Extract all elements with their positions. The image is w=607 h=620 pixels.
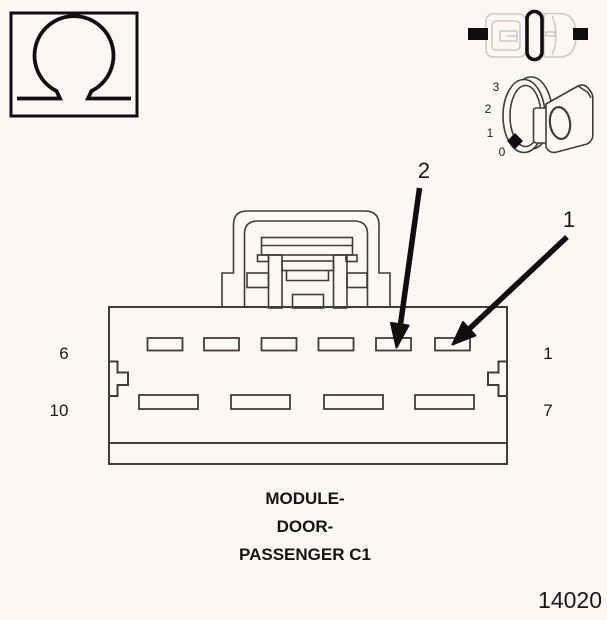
- callout-arrows: [390, 187, 569, 349]
- ignition-switch-position-icon: [502, 76, 594, 154]
- switch-position-marker: [507, 133, 523, 149]
- connector-seal-ring: [525, 9, 544, 62]
- latch-post-left: [267, 254, 283, 309]
- cavity-row-bottom: [138, 394, 475, 410]
- pin-cavity-2: [375, 337, 412, 352]
- switch-position-window: [548, 105, 572, 141]
- pin-cavity-1: [434, 337, 471, 352]
- connector-name-line-2: DOOR-: [276, 517, 334, 536]
- pin-cavity-8: [323, 394, 384, 410]
- connector-name-line-1: MODULE-: [265, 489, 345, 508]
- connector-name-line-3: PASSENGER C1: [239, 545, 371, 564]
- switch-position-2: 2: [484, 102, 492, 116]
- switch-position-3: 3: [492, 80, 500, 94]
- pin-number-1: 1: [543, 344, 553, 363]
- latch-crossbar: [281, 260, 335, 272]
- connector-key-blade: [499, 30, 518, 42]
- pin-cavity-9: [230, 394, 291, 410]
- latch-foot-center: [291, 293, 325, 309]
- wire-stub-left: [468, 28, 488, 40]
- arrow-line-pin2: [397, 187, 423, 329]
- pin-cavity-4: [260, 337, 298, 352]
- keying-rib-left: [109, 360, 129, 397]
- switch-key-bevel: [577, 85, 592, 99]
- pin-number-10: 10: [49, 401, 69, 420]
- latch-inner-shell: [243, 220, 369, 308]
- ohmmeter-icon: [9, 11, 139, 118]
- pin-cavity-6: [146, 337, 184, 352]
- connector-body: [108, 306, 508, 465]
- latch-tab-left: [256, 254, 270, 263]
- latch-post-right: [332, 254, 348, 309]
- figure-number: 14020: [538, 587, 602, 613]
- switch-position-0: 0: [498, 145, 506, 159]
- ohm-symbol: [17, 14, 131, 101]
- arrowhead-pin1: [451, 321, 477, 346]
- arrow-line-pin1: [465, 234, 569, 334]
- pin-cavity-10: [138, 394, 199, 410]
- connector-half-left-inner: [491, 20, 521, 51]
- disconnected-connector-icon: [468, 9, 588, 62]
- connector-housing: [108, 306, 508, 465]
- switch-position-1: 1: [486, 126, 494, 140]
- connector-latch: [221, 210, 391, 309]
- arrowhead-pin2: [390, 322, 410, 349]
- latch-arm-right: [346, 272, 368, 289]
- ohmmeter-icon-frame: [9, 11, 139, 118]
- callout-label-pin1: 1: [562, 207, 576, 232]
- connector-name: MODULE- DOOR- PASSENGER C1: [150, 485, 460, 569]
- pin-number-7: 7: [543, 401, 553, 420]
- connector-latch-slot: [545, 31, 556, 37]
- pin-cavity-5: [203, 337, 240, 352]
- pin-cavity-3: [317, 337, 355, 352]
- keying-rib-right: [487, 360, 507, 397]
- switch-keyway: [532, 107, 549, 144]
- latch-arm-left: [246, 272, 270, 289]
- latch-tab-right: [345, 254, 358, 263]
- wire-stub-right: [573, 28, 588, 40]
- latch-outer-shell: [221, 210, 391, 308]
- latch-inner-box: [285, 270, 330, 282]
- connector-half-right-rib: [551, 15, 557, 56]
- pin-number-6: 6: [59, 344, 69, 363]
- callout-label-pin2: 2: [417, 158, 431, 183]
- cavity-row-top: [146, 337, 471, 352]
- pin-cavity-7: [414, 394, 475, 410]
